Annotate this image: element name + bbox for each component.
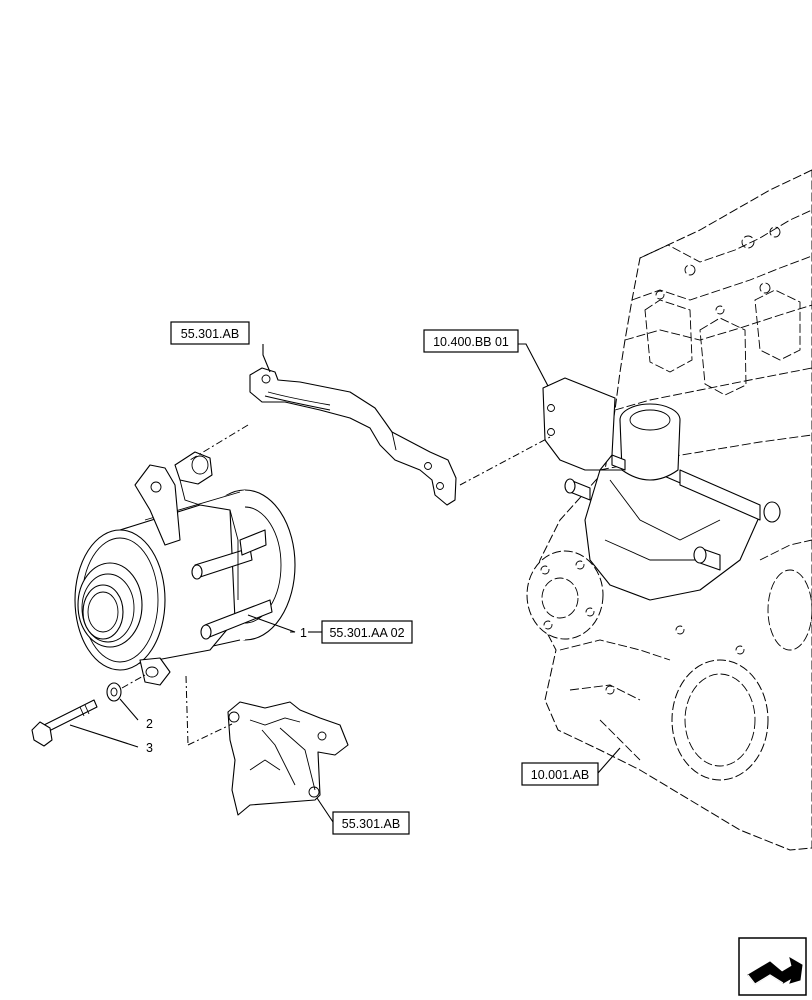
callout-alternator-text: 55.301.AA 02 [329,626,404,640]
washer [106,682,122,702]
callout-upper-bracket-text: 55.301.AB [181,327,239,341]
item-number-washer: 2 [146,717,153,731]
callout-alternator[interactable]: 55.301.AA 02 [321,620,413,644]
callout-lower-bracket-text: 55.301.AB [342,817,400,831]
item-number-alternator: 1 [300,626,307,640]
callout-lower-bracket[interactable]: 55.301.AB [332,811,410,835]
callout-upper-bracket[interactable]: 55.301.AB [170,321,250,345]
item-number-bolt: 3 [146,741,153,755]
callout-engine-block-text: 10.001.AB [531,768,589,782]
alternator [74,451,296,686]
upper-bracket [249,367,457,506]
bolt [31,699,98,747]
water-pump-housing [542,377,781,601]
next-page-arrow-icon[interactable] [738,937,807,996]
lower-bracket [227,701,349,816]
assembly-centerlines [121,424,553,746]
callout-water-pump[interactable]: 10.400.BB 01 [423,329,519,353]
callout-water-pump-text: 10.400.BB 01 [433,335,509,349]
leader-lines [69,343,621,823]
callout-engine-block[interactable]: 10.001.AB [521,762,599,786]
